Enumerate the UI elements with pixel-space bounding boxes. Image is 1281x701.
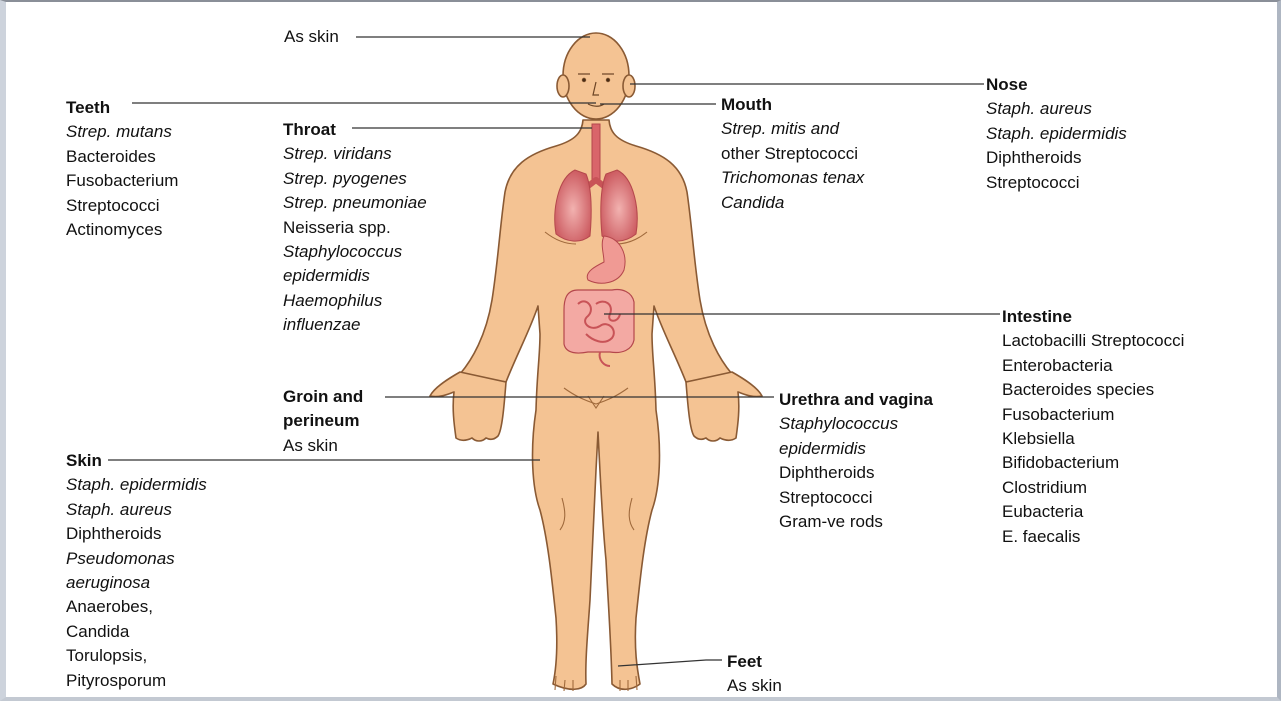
groin-title-line2: perineum: [283, 409, 363, 433]
throat-item: Strep. viridans: [283, 142, 427, 166]
feet-item: As skin: [727, 674, 782, 698]
nose-item: Diphtheroids: [986, 146, 1127, 170]
intestine-item: Enterobacteria: [1002, 354, 1184, 378]
urethra-item: epidermidis: [779, 437, 933, 461]
intestine-item: E. faecalis: [1002, 525, 1184, 549]
teeth-item: Bacteroides: [66, 145, 178, 169]
intestine-item: Fusobacterium: [1002, 403, 1184, 427]
urethra-item: Streptococci: [779, 486, 933, 510]
urethra-label: Urethra and vagina Staphylococcus epider…: [779, 388, 933, 534]
intestine-item: Clostridium: [1002, 476, 1184, 500]
groin-label: Groin and perineum As skin: [283, 385, 363, 458]
throat-item: Haemophilus: [283, 289, 427, 313]
mouth-item: Trichomonas tenax: [721, 166, 864, 190]
intestine-label: Intestine Lactobacilli Streptococci Ente…: [1002, 305, 1184, 549]
teeth-item: Actinomyces: [66, 218, 178, 242]
teeth-item: Strep. mutans: [66, 120, 178, 144]
skin-item: Candida: [66, 620, 207, 644]
intestine-item: Bacteroides species: [1002, 378, 1184, 402]
nose-label: Nose Staph. aureus Staph. epidermidis Di…: [986, 73, 1127, 195]
intestine-title: Intestine: [1002, 305, 1184, 329]
nose-item: Staph. epidermidis: [986, 122, 1127, 146]
intestine-item: Eubacteria: [1002, 500, 1184, 524]
skin-item: Anaerobes,: [66, 595, 207, 619]
throat-item: influenzae: [283, 313, 427, 337]
skin-item: Diphtheroids: [66, 522, 207, 546]
feet-label: Feet As skin: [727, 650, 782, 699]
head-as-skin-text: As skin: [284, 25, 339, 49]
intestine-item: Lactobacilli Streptococci: [1002, 329, 1184, 353]
mouth-title: Mouth: [721, 93, 864, 117]
throat-item: Strep. pneumoniae: [283, 191, 427, 215]
mouth-item: Candida: [721, 191, 864, 215]
mouth-item: other Streptococci: [721, 142, 864, 166]
urethra-title: Urethra and vagina: [779, 388, 933, 412]
mouth-item: Strep. mitis and: [721, 117, 864, 141]
urethra-item: Staphylococcus: [779, 412, 933, 436]
urethra-item: Gram-ve rods: [779, 510, 933, 534]
groin-item: As skin: [283, 434, 363, 458]
skin-label: Skin Staph. epidermidis Staph. aureus Di…: [66, 449, 207, 693]
throat-label: Throat Strep. viridans Strep. pyogenes S…: [283, 118, 427, 338]
throat-title: Throat: [283, 118, 427, 142]
teeth-label: Teeth Strep. mutans Bacteroides Fusobact…: [66, 96, 178, 242]
skin-title: Skin: [66, 449, 207, 473]
urethra-item: Diphtheroids: [779, 461, 933, 485]
throat-item: Staphylococcus: [283, 240, 427, 264]
intestine-item: Klebsiella: [1002, 427, 1184, 451]
skin-item: Torulopsis,: [66, 644, 207, 668]
nose-title: Nose: [986, 73, 1127, 97]
teeth-title: Teeth: [66, 96, 178, 120]
throat-item: epidermidis: [283, 264, 427, 288]
skin-item: Pityrosporum: [66, 669, 207, 693]
teeth-item: Fusobacterium: [66, 169, 178, 193]
intestine-item: Bifidobacterium: [1002, 451, 1184, 475]
skin-item: aeruginosa: [66, 571, 207, 595]
groin-title-line1: Groin and: [283, 385, 363, 409]
teeth-item: Streptococci: [66, 194, 178, 218]
skin-item: Pseudomonas: [66, 547, 207, 571]
skin-item: Staph. aureus: [66, 498, 207, 522]
nose-item: Staph. aureus: [986, 97, 1127, 121]
throat-item: Strep. pyogenes: [283, 167, 427, 191]
throat-item: Neisseria spp.: [283, 216, 427, 240]
feet-title: Feet: [727, 650, 782, 674]
head-label: As skin: [284, 25, 339, 49]
skin-item: Staph. epidermidis: [66, 473, 207, 497]
mouth-label: Mouth Strep. mitis and other Streptococc…: [721, 93, 864, 215]
nose-item: Streptococci: [986, 171, 1127, 195]
